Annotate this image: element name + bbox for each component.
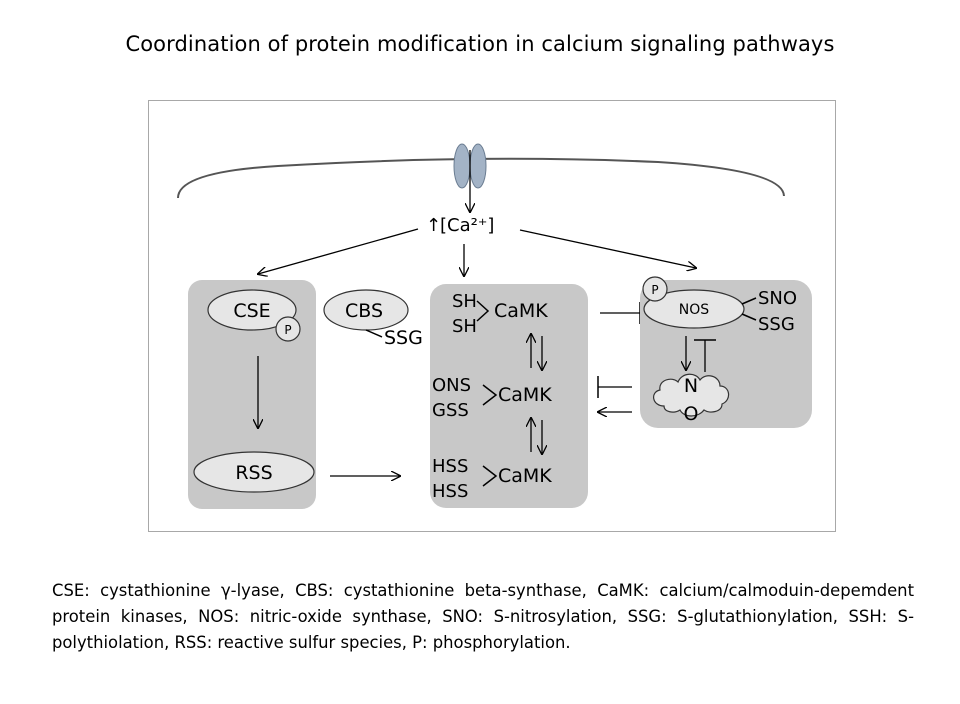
cell-membrane xyxy=(177,157,785,199)
camk-label-bottom: CaMK xyxy=(498,465,552,487)
rss-label: RSS xyxy=(235,462,272,484)
cbs-label: CBS xyxy=(345,300,383,322)
hss-top-label: HSS xyxy=(432,456,468,477)
pathway-diagram: ↑ [Ca²⁺] CSE P RSS CBS SSG SH SH CaMK ON… xyxy=(177,143,812,509)
no-o-label: O xyxy=(684,403,699,425)
nos-label: NOS xyxy=(679,302,709,318)
calcium-label: [Ca²⁺] xyxy=(440,215,494,236)
arrow-to-nos xyxy=(519,229,696,268)
sno-label: SNO xyxy=(758,288,797,309)
nos-phospho-badge xyxy=(642,276,668,302)
camk-equilibrium-arrows-1 xyxy=(531,334,542,370)
ssg-label: SSG xyxy=(758,314,795,335)
nos-inhibits-camk xyxy=(600,302,641,324)
gss-label: GSS xyxy=(432,400,469,421)
camk-box xyxy=(430,284,588,508)
nos-ellipse xyxy=(643,289,745,329)
no-inhibits-camk xyxy=(597,376,632,398)
figure-title: Coordination of protein modification in … xyxy=(125,32,835,56)
sh-top-label: SH xyxy=(452,291,477,312)
camk-row-sh: SH SH CaMK xyxy=(452,291,548,337)
camk-label-middle: CaMK xyxy=(498,384,552,406)
camk-row-ons-gss: ONS GSS CaMK xyxy=(432,375,552,421)
rss-ellipse xyxy=(193,451,315,493)
camk-equilibrium-arrows-2 xyxy=(531,418,542,454)
nos-sno-bond xyxy=(741,297,757,305)
no-cloud-icon xyxy=(653,373,730,417)
cse-ellipse xyxy=(207,289,297,331)
camk-row-hss: HSS HSS CaMK xyxy=(432,456,552,502)
no-n-label: N xyxy=(684,375,698,397)
no-inhibits-nos xyxy=(694,339,716,372)
cse-label: CSE xyxy=(233,300,270,322)
arrow-to-cse xyxy=(258,228,419,274)
cse-phospho-label: P xyxy=(284,323,291,337)
cbs-ssg-bond xyxy=(365,329,383,338)
ons-label: ONS xyxy=(432,375,471,396)
calcium-up-arrow-icon: ↑ xyxy=(426,215,441,236)
hss-bottom-label: HSS xyxy=(432,481,468,502)
nos-phospho-label: P xyxy=(651,283,658,297)
camk-label-top: CaMK xyxy=(494,300,548,322)
nos-ssg-bond xyxy=(741,313,757,321)
cse-phospho-badge xyxy=(275,316,301,342)
sh-bottom-label: SH xyxy=(452,316,477,337)
cbs-ssg-label: SSG xyxy=(384,327,423,349)
abbreviation-legend: CSE: cystathionine γ-lyase, CBS: cystath… xyxy=(52,581,914,652)
